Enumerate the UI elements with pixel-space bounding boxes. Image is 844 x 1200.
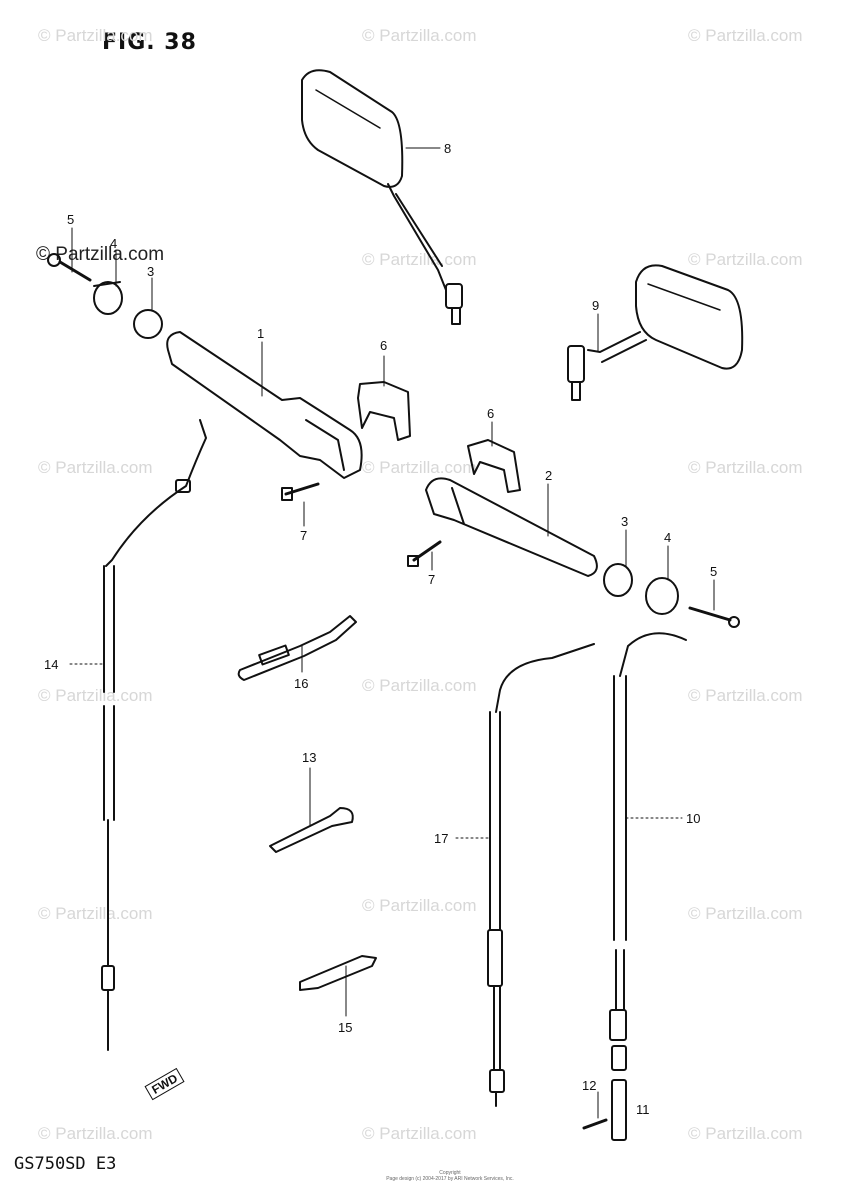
callout-7: 7 [428,572,436,587]
watermark: © Partzilla.com [38,26,153,45]
callout-5: 5 [710,564,718,579]
watermark: © Partzilla.com [688,250,803,269]
watermark: © Partzilla.com [688,904,803,923]
callout-4: 4 [110,236,118,251]
clamp-upper-right-part-6 [467,439,521,493]
callout-14: 14 [44,657,59,672]
callout-2: 2 [545,468,553,483]
callout-5: 5 [67,212,75,227]
handlebar-right-part-2 [425,477,598,577]
callout-13: 13 [302,750,317,765]
weight-left [47,253,163,339]
callout-12: 12 [582,1078,597,1093]
callout-4: 4 [664,530,672,545]
callout-9: 9 [592,298,600,313]
callout-7: 7 [300,528,308,543]
callout-15: 15 [338,1020,353,1035]
bolt-right-part-7 [407,540,442,567]
callout-17: 17 [434,831,449,846]
watermark: © Partzilla.com [688,26,803,45]
strap-part-16 [237,615,357,681]
screw-part-12 [582,1118,608,1130]
callout-1: 1 [257,326,265,341]
callout-3: 3 [621,514,629,529]
watermark: © Partzilla.com [38,686,153,705]
model-label: GS750SD E3 [14,1154,117,1174]
watermark: © Partzilla.com [38,904,153,923]
watermark: © Partzilla.com [362,1124,477,1143]
cable-part-10 [609,632,687,1141]
mirror-left-part-8 [301,69,463,325]
leader-lines [69,147,715,1119]
bracket-part-15 [299,955,377,991]
mirror-right-part-9 [567,264,744,401]
watermark: © Partzilla.com [362,250,477,269]
copyright-line: Copyright [439,1170,461,1176]
callout-6: 6 [487,406,495,421]
handlebar-left-part-1 [166,331,363,479]
weight-right [603,563,740,628]
clamp-upper-left-part-6 [357,381,411,441]
watermark: © Partzilla.com [688,458,803,477]
callout-3: 3 [147,264,155,279]
watermark: © Partzilla.com [688,686,803,705]
watermark: © Partzilla.com [362,676,477,695]
copyright-line: Page design (c) 2004-2017 by ARI Network… [386,1176,514,1182]
cable-part-14 [101,419,207,1051]
copyright-footer: Copyright Page design (c) 2004-2017 by A… [370,1170,530,1182]
watermark: © Partzilla.com [362,458,477,477]
callout-11: 11 [636,1102,650,1117]
cable-part-17 [487,643,595,1107]
watermark: © Partzilla.com [38,1124,153,1143]
callout-10: 10 [686,811,701,826]
callout-6: 6 [380,338,388,353]
watermark: © Partzilla.com [362,896,477,915]
figure-title: FIG. 38 [102,30,197,55]
watermark-dark: © Partzilla.com [36,244,165,265]
callout-16: 16 [294,676,309,691]
callout-8: 8 [444,141,452,156]
watermark: © Partzilla.com [688,1124,803,1143]
watermark: © Partzilla.com [38,458,153,477]
bolt-left-part-7 [281,482,320,501]
watermark: © Partzilla.com [362,26,477,45]
clip-part-13 [269,807,354,853]
